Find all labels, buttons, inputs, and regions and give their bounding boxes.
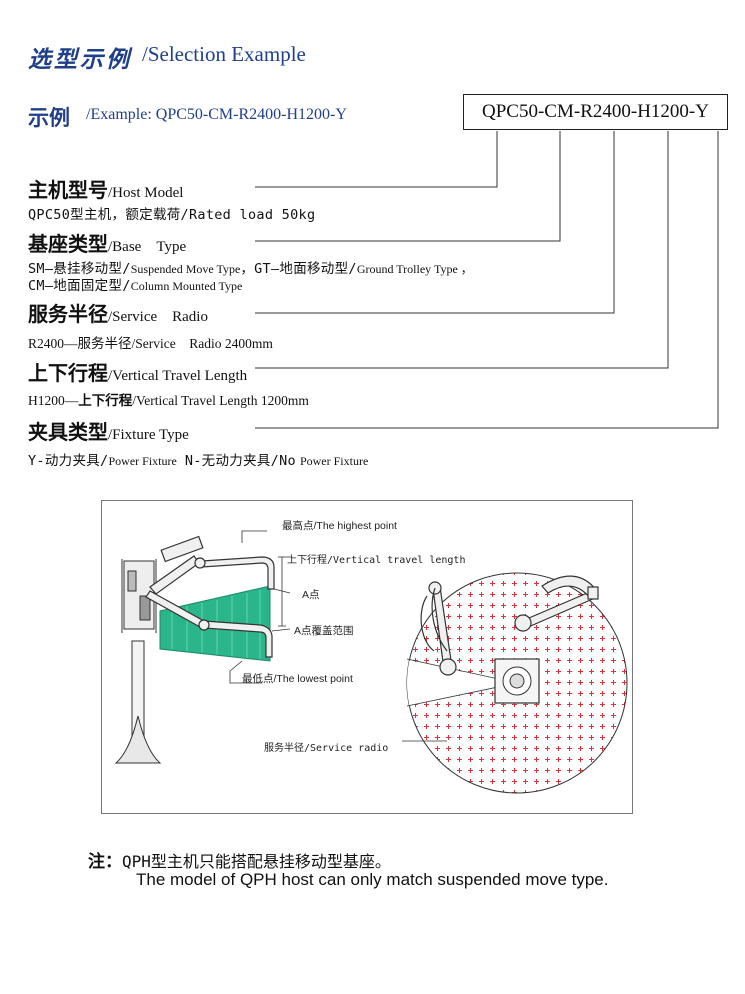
example-label-en: /Example: QPC50-CM-R2400-H1200-Y xyxy=(86,106,347,123)
base-type-title-en: /Base Type xyxy=(108,239,187,255)
arm-upper xyxy=(149,535,275,595)
selection-diagram: 最高点/The highest point 上下行程/Vertical trav… xyxy=(101,500,633,814)
base-type-desc-line2: CM—地面固定型/Column Mounted Type xyxy=(28,274,242,295)
travel-title-en: /Vertical Travel Length xyxy=(108,368,248,384)
note-cn: 注：QPH型主机只能搭配悬挂移动型基座。 xyxy=(88,847,391,872)
model-code-box: QPC50-CM-R2400-H1200-Y xyxy=(463,94,728,130)
base-cm-en: Column Mounted Type xyxy=(130,279,243,293)
page-title-en: /Selection Example xyxy=(142,42,306,66)
plan-view xyxy=(406,572,628,794)
host-model-heading: 主机型号/Host Model xyxy=(28,174,183,203)
host-model-title-en: /Host Model xyxy=(108,185,184,201)
base-gt-cn: ，GT—地面移动型/ xyxy=(240,261,357,277)
base-sm-en: Suspended Move Type xyxy=(130,262,241,276)
note-cn-text: QPH型主机只能搭配悬挂移动型基座。 xyxy=(122,852,391,871)
travel-desc: H1200—上下行程/Vertical Travel Length 1200mm xyxy=(28,389,309,409)
service-radius-desc: R2400—服务半径/Service Radio 2400mm xyxy=(28,336,273,351)
point-a-label: A点 xyxy=(302,589,320,601)
travel-code: H1200— xyxy=(28,393,79,408)
note-en: The model of QPH host can only match sus… xyxy=(136,870,609,889)
fixture-n-cn: N-无动力夹具/ xyxy=(184,453,280,469)
fixture-heading: 夹具类型/Fixture Type xyxy=(28,416,189,445)
arm-lower xyxy=(145,590,273,658)
travel-cn: 上下行程 xyxy=(78,393,133,408)
note-label: 注： xyxy=(88,852,122,872)
fixture-y-cn: Y-动力夹具/ xyxy=(28,453,109,469)
connector-lines xyxy=(255,131,719,429)
fixture-desc: Y-动力夹具/Power Fixture N-无动力夹具/No Power Fi… xyxy=(28,449,368,470)
base-type-desc-line1: SM—悬挂移动型/Suspended Move Type，GT—地面移动型/Gr… xyxy=(28,257,473,278)
service-radius-heading: 服务半径/Service Radio xyxy=(28,298,208,327)
diagram-drawing xyxy=(114,530,628,794)
coverage-label: A点覆盖范围 xyxy=(294,625,354,637)
base-type-title-cn: 基座类型 xyxy=(28,232,108,256)
service-radius-title-en: /Service Radio xyxy=(108,309,208,325)
travel-length-label: 上下行程/Vertical travel length xyxy=(287,555,466,566)
host-model-title-cn: 主机型号 xyxy=(28,178,108,202)
base-cm-cn: CM—地面固定型/ xyxy=(28,278,131,294)
fixture-n-no: No xyxy=(279,453,296,469)
base-gt-en: Ground Trolley Type ， xyxy=(356,262,473,276)
page-title-cn: 选型示例 xyxy=(28,47,132,73)
base-sm-cn: SM—悬挂移动型/ xyxy=(28,261,131,277)
fixture-n-en: Power Fixture xyxy=(299,454,369,468)
service-radius-label: 服务半径/Service radio xyxy=(264,743,389,754)
travel-heading: 上下行程/Vertical Travel Length xyxy=(28,357,247,386)
travel-en: /Vertical Travel Length 1200mm xyxy=(132,393,309,408)
host-model-desc: QPC50型主机，额定载荷/Rated load 50kg xyxy=(28,207,316,223)
example-label-cn: 示例 xyxy=(28,106,70,130)
travel-title-cn: 上下行程 xyxy=(28,361,108,385)
fixture-title-en: /Fixture Type xyxy=(108,427,189,443)
service-radius-title-cn: 服务半径 xyxy=(28,302,108,326)
fixture-y-en: Power Fixture xyxy=(108,454,177,468)
lowest-point-label: 最低点/The lowest point xyxy=(242,673,353,685)
highest-point-label: 最高点/The highest point xyxy=(282,520,397,532)
base-type-heading: 基座类型/Base Type xyxy=(28,228,186,257)
fixture-title-cn: 夹具类型 xyxy=(28,420,108,444)
column-elevation xyxy=(114,559,162,764)
